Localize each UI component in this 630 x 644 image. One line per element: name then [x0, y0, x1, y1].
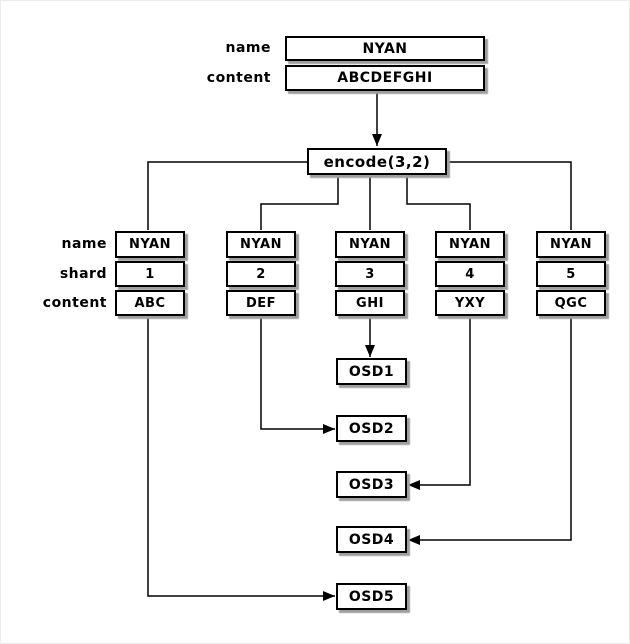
- shard3-number-box: 3: [335, 261, 405, 287]
- shard-row-shard-label: shard: [59, 266, 107, 282]
- object-content-box: ABCDEFGHI: [285, 65, 485, 91]
- object-name-box: NYAN: [285, 36, 485, 61]
- line-encode-to-shard1: [147, 161, 307, 230]
- shard3-name-box: NYAN: [335, 231, 405, 258]
- arrow-shard2-to-osd2: [260, 317, 335, 434]
- object-content-label: content: [206, 70, 271, 86]
- object-name-label: name: [225, 40, 271, 56]
- shard4-name-box: NYAN: [435, 231, 505, 258]
- line-encode-to-shard4: [406, 175, 471, 230]
- shard5-content-box: QGC: [536, 290, 606, 316]
- arrow-shard5-to-osd4: [408, 317, 572, 545]
- arrow-shard1-to-osd5: [147, 317, 335, 601]
- osd2-box: OSD2: [336, 415, 407, 442]
- osd4-box: OSD4: [336, 526, 407, 553]
- shard2-number-box: 2: [226, 261, 296, 287]
- osd5-box: OSD5: [336, 583, 407, 610]
- osd3-box: OSD3: [336, 471, 407, 498]
- shard1-number-box: 1: [115, 261, 185, 287]
- shard-row-name-label: name: [61, 236, 107, 252]
- shard4-number-box: 4: [435, 261, 505, 287]
- line-encode-to-shard5: [447, 161, 572, 230]
- shard1-content-box: ABC: [115, 290, 185, 316]
- shard2-content-box: DEF: [226, 290, 296, 316]
- shard1-name-box: NYAN: [115, 231, 185, 258]
- shard3-content-box: GHI: [335, 290, 405, 316]
- shard4-content-box: YXY: [435, 290, 505, 316]
- shard5-name-box: NYAN: [536, 231, 606, 258]
- shard-row-content-label: content: [42, 295, 107, 311]
- line-encode-to-shard2: [260, 175, 339, 230]
- arrow-shard4-to-osd3: [408, 317, 471, 490]
- shard2-name-box: NYAN: [226, 231, 296, 258]
- encode-function-box: encode(3,2): [307, 148, 447, 175]
- osd1-box: OSD1: [336, 358, 407, 385]
- shard5-number-box: 5: [536, 261, 606, 287]
